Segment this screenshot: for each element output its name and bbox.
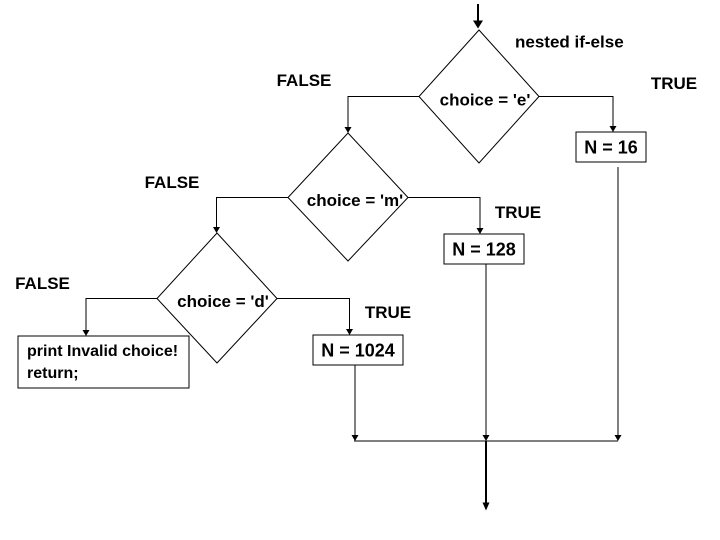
svg-text:FALSE: FALSE — [15, 274, 70, 293]
svg-text:print Invalid choice!: print Invalid choice! — [27, 343, 178, 360]
svg-text:TRUE: TRUE — [495, 203, 541, 222]
svg-text:return;: return; — [27, 365, 79, 382]
svg-text:choice = 'd': choice = 'd' — [177, 292, 269, 311]
svg-text:TRUE: TRUE — [365, 303, 411, 322]
svg-text:choice = 'e': choice = 'e' — [440, 91, 531, 110]
svg-text:choice = 'm': choice = 'm' — [307, 191, 403, 210]
svg-text:nested if-else: nested if-else — [515, 33, 624, 52]
svg-text:FALSE: FALSE — [145, 173, 200, 192]
svg-text:N = 128: N = 128 — [452, 240, 516, 260]
svg-text:TRUE: TRUE — [651, 74, 697, 93]
svg-text:N = 16: N = 16 — [584, 138, 638, 158]
svg-text:N = 1024: N = 1024 — [321, 341, 395, 361]
svg-text:FALSE: FALSE — [277, 71, 332, 90]
